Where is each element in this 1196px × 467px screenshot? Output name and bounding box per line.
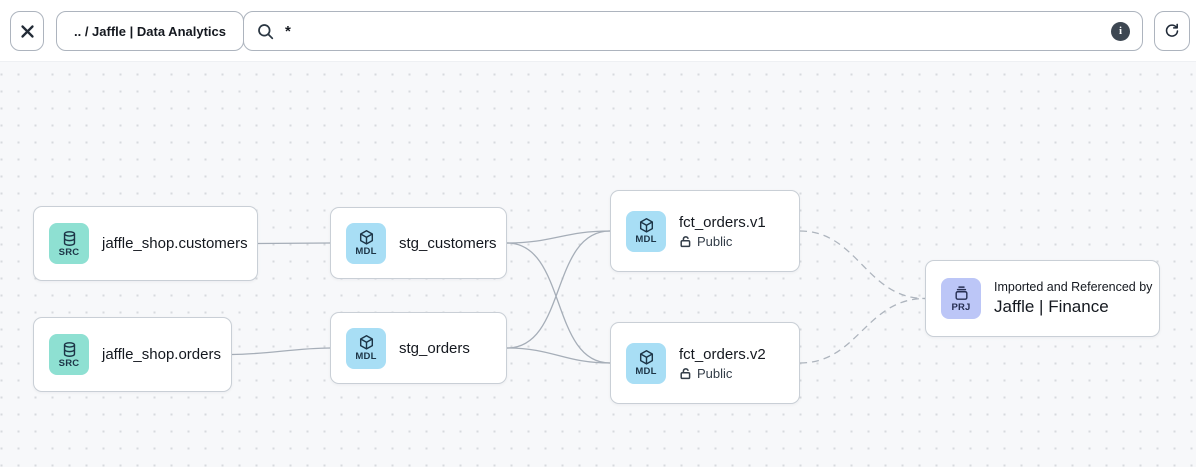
edge-v1-to-project (799, 230, 926, 300)
cube-icon (639, 218, 653, 233)
node-title: fct_orders.v1 (679, 213, 766, 231)
info-icon[interactable]: i (1111, 21, 1130, 41)
edge-stgorders-to-v2 (506, 347, 611, 364)
model-badge: MDL (626, 342, 666, 384)
node-title: fct_orders.v2 (679, 345, 766, 363)
database-icon (63, 230, 75, 246)
badge-label: SRC (58, 246, 80, 258)
cube-icon (639, 350, 653, 365)
access-label: Public (697, 233, 733, 249)
node-jaffle-finance-project[interactable]: PRJ Imported and Referenced by Jaffle | … (925, 260, 1160, 337)
node-title: stg_customers (399, 234, 497, 252)
project-badge: PRJ (941, 278, 981, 319)
breadcrumb[interactable]: .. / Jaffle | Data Analytics (56, 11, 244, 51)
edge-stgcustomers-to-v2 (506, 242, 611, 364)
unlock-icon (680, 367, 691, 379)
search-icon (258, 23, 274, 39)
project-title: Jaffle | Finance (994, 297, 1109, 316)
node-fct-orders-v2[interactable]: MDL fct_orders.v2 Public (610, 322, 800, 404)
access-row: Public (679, 366, 766, 381)
node-jaffle-shop-customers[interactable]: SRC jaffle_shop.customers (33, 206, 258, 281)
toolbar: .. / Jaffle | Data Analytics i (0, 0, 1196, 62)
node-title: jaffle_shop.orders (102, 346, 221, 363)
badge-label: MDL (355, 351, 377, 363)
source-badge: SRC (49, 334, 89, 375)
access-row: Public (679, 234, 766, 249)
cube-icon (359, 230, 373, 245)
badge-label: SRC (58, 357, 80, 369)
badge-label: MDL (635, 366, 657, 378)
badge-label: MDL (635, 234, 657, 246)
close-icon (20, 24, 34, 38)
badge-label: MDL (355, 246, 377, 258)
source-badge: SRC (49, 223, 89, 264)
archive-icon (954, 286, 968, 300)
model-badge: MDL (346, 222, 386, 264)
database-icon (63, 341, 75, 357)
edge-customers-to-stg (257, 242, 331, 245)
model-badge: MDL (346, 327, 386, 369)
project-subtitle: Imported and Referenced by (994, 280, 1153, 294)
node-jaffle-shop-orders[interactable]: SRC jaffle_shop.orders (33, 317, 232, 392)
access-label: Public (697, 365, 733, 381)
node-title: jaffle_shop.customers (102, 235, 248, 252)
cube-icon (359, 335, 373, 350)
close-button[interactable] (10, 11, 44, 51)
edge-orders-to-stg (231, 347, 331, 356)
refresh-icon (1165, 23, 1179, 37)
edge-stgcustomers-to-v1 (506, 230, 611, 244)
edge-stgorders-to-v1 (506, 230, 611, 349)
search-input[interactable] (285, 22, 1111, 40)
model-badge: MDL (626, 210, 666, 252)
node-title: stg_orders (399, 339, 470, 357)
refresh-button[interactable] (1154, 11, 1190, 51)
node-stg-customers[interactable]: MDL stg_customers (330, 207, 507, 279)
node-fct-orders-v1[interactable]: MDL fct_orders.v1 Public (610, 190, 800, 272)
lineage-canvas[interactable]: SRC jaffle_shop.customers SRC jaffle_sho… (0, 62, 1196, 467)
badge-label: PRJ (951, 301, 971, 313)
search-bar: i (243, 11, 1143, 51)
unlock-icon (680, 235, 691, 247)
edge-v2-to-project (799, 297, 926, 364)
node-stg-orders[interactable]: MDL stg_orders (330, 312, 507, 384)
